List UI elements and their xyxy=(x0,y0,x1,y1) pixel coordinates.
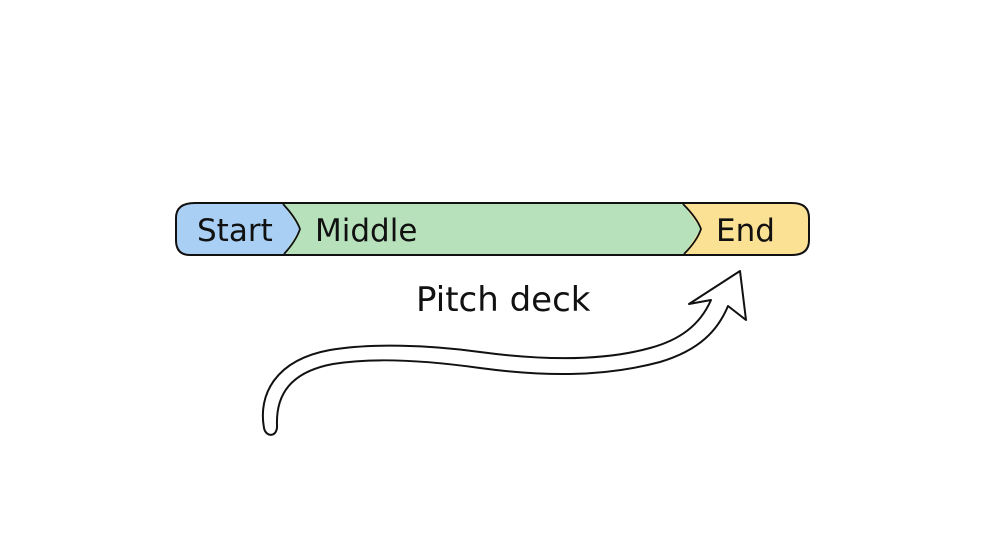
diagram-title: Pitch deck xyxy=(416,280,591,320)
bar-outline xyxy=(175,202,810,256)
segment-middle xyxy=(283,204,701,254)
segment-label-end: End xyxy=(716,213,775,249)
divider-middle-end xyxy=(682,203,702,255)
segment-label-start: Start xyxy=(197,213,273,249)
segment-label-middle: Middle xyxy=(315,213,417,249)
curved-arrow-icon xyxy=(261,270,747,436)
segment-start xyxy=(177,204,300,254)
segment-end xyxy=(683,204,808,254)
divider-start-middle xyxy=(282,203,301,255)
